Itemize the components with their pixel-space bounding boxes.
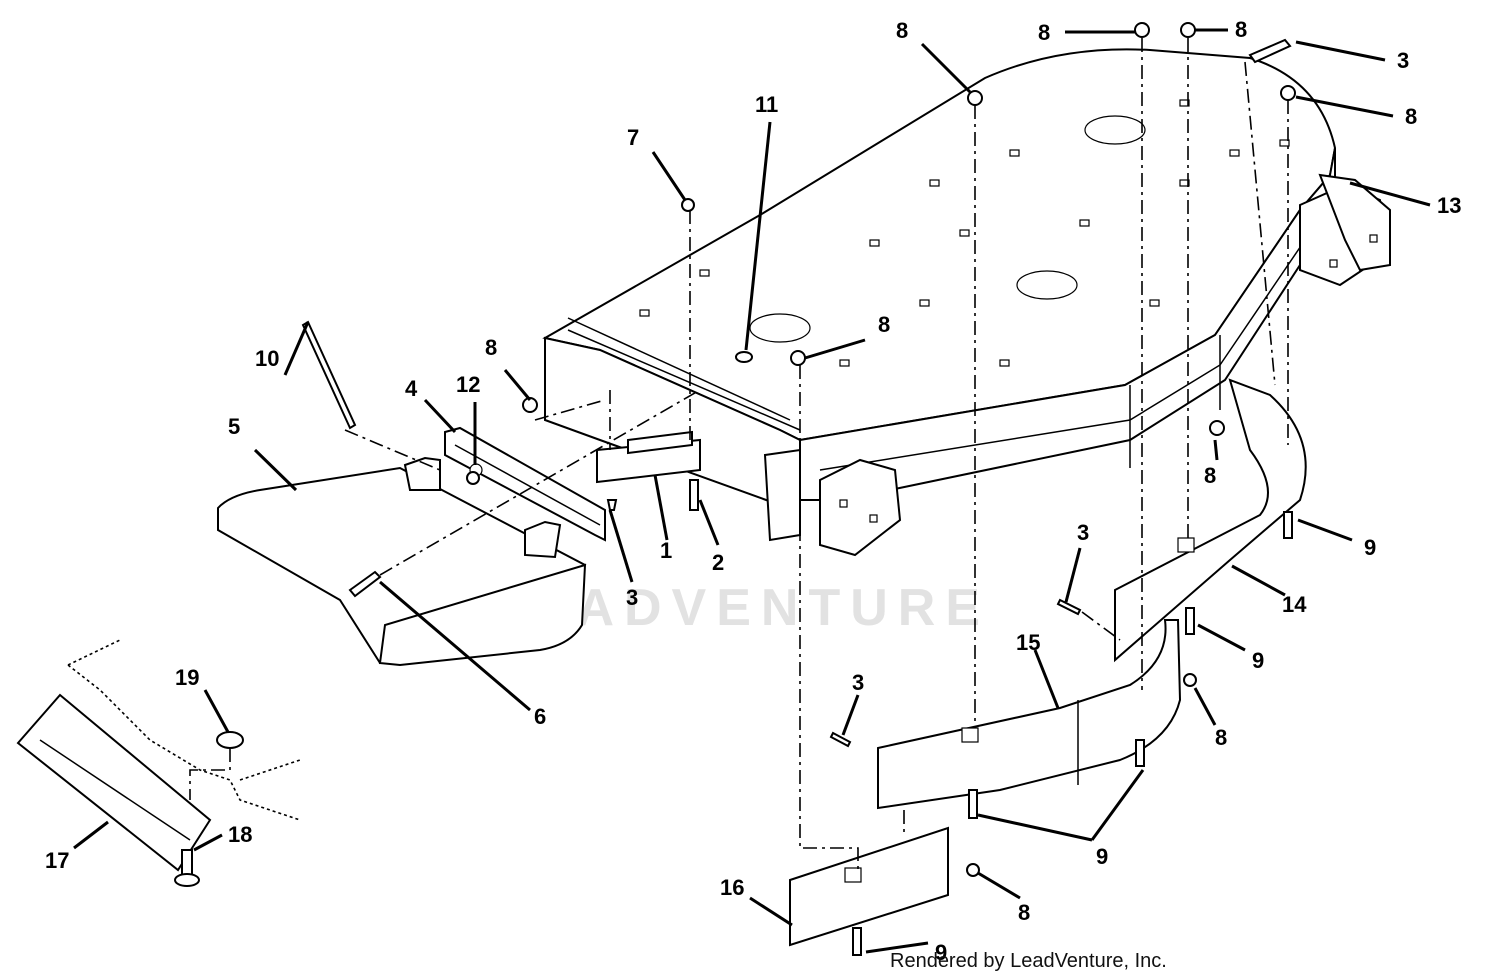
- callout-14: 14: [1282, 592, 1307, 617]
- callout-10: 10: [255, 346, 279, 371]
- callout-11: 11: [755, 92, 778, 117]
- callout-5: 5: [228, 414, 240, 439]
- callout-18: 18: [228, 822, 252, 847]
- callout-8: 8: [1038, 20, 1050, 45]
- callout-9: 9: [1096, 844, 1108, 869]
- callout-6: 6: [534, 704, 546, 729]
- callout-15: 15: [1016, 630, 1040, 655]
- baffle-16: [789, 826, 949, 947]
- callout-9: 9: [935, 940, 947, 965]
- callout-7: 7: [627, 125, 639, 150]
- callout-3: 3: [1077, 520, 1089, 545]
- mower-deck: [542, 48, 1391, 557]
- callout-8: 8: [1405, 104, 1417, 129]
- deflector-bracket: [596, 430, 701, 484]
- callout-8: 8: [896, 18, 908, 43]
- callout-4: 4: [405, 376, 418, 401]
- callout-2: 2: [712, 550, 724, 575]
- callout-19: 19: [175, 665, 199, 690]
- callout-16: 16: [720, 875, 744, 900]
- callout-8: 8: [878, 312, 890, 337]
- alignment-lines: [189, 38, 1289, 870]
- callout-9: 9: [1252, 648, 1264, 673]
- callout-3: 3: [1397, 48, 1409, 73]
- callout-3: 3: [852, 670, 864, 695]
- callout-8: 8: [485, 335, 497, 360]
- callout-8: 8: [1018, 900, 1030, 925]
- callout-13: 13: [1437, 193, 1461, 218]
- callout-8: 8: [1204, 463, 1216, 488]
- callout-3: 3: [626, 585, 638, 610]
- callout-17: 17: [45, 848, 69, 873]
- baffle-14: [1114, 378, 1307, 663]
- callout-8: 8: [1235, 17, 1247, 42]
- cover-plate: [16, 639, 301, 872]
- discharge-deflector: [217, 456, 587, 667]
- callout-12: 12: [456, 372, 480, 397]
- callout-labels: 8 8 8 3 8 13 11 7 8 10 8 4 12 5 8 1 2 3 …: [45, 17, 1461, 965]
- baffle-15: [877, 619, 1182, 810]
- credit-text: Rendered by LeadVenture, Inc.: [890, 950, 1167, 972]
- hardware: [174, 22, 1296, 956]
- callout-9: 9: [1364, 535, 1376, 560]
- callout-leaders: [73, 28, 1431, 954]
- callout-1: 1: [660, 538, 672, 563]
- callout-8: 8: [1215, 725, 1227, 750]
